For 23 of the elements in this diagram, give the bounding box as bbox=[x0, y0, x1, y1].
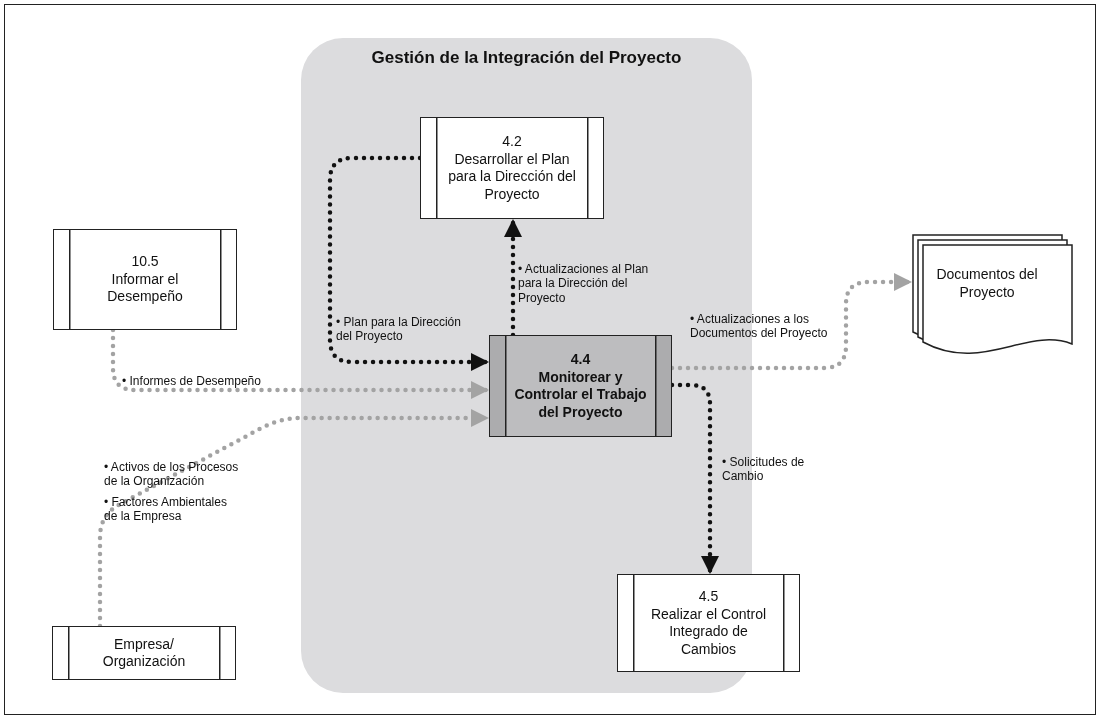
edge-label: • Plan para la Dirección del Proyecto bbox=[336, 315, 462, 344]
edge-label: • Informes de Desempeño bbox=[122, 374, 262, 389]
process-name: Monitorear y Controlar el Trabajo del Proyecto bbox=[513, 368, 648, 421]
panel-title: Gestión de la Integración del Proyecto bbox=[370, 48, 683, 68]
process-number: 4.4 bbox=[570, 351, 591, 369]
edge-label: • Actualizaciones a los Documentos del Proyecto bbox=[690, 312, 829, 341]
process-number: 4.2 bbox=[502, 133, 522, 151]
process-name: Realizar el Control Integrado de Cambios bbox=[649, 605, 768, 658]
flow-label: • Factores Ambientales de la Empresa bbox=[104, 495, 228, 524]
process-box bbox=[617, 574, 800, 672]
flow-label: • Activos de los Procesos de la Organización bbox=[104, 460, 240, 489]
edge-label: • Actualizaciones al Plan para la Dirección del Proyecto bbox=[518, 262, 650, 306]
process-box bbox=[420, 117, 604, 219]
process-box bbox=[53, 229, 237, 330]
process-name: Desarrollar el Plan para la Dirección del Proyecto bbox=[447, 150, 577, 203]
process-box bbox=[489, 335, 672, 437]
process-number: 4.5 bbox=[698, 588, 719, 606]
document-name: Documentos del Proyecto bbox=[935, 266, 1039, 301]
process-name: Informar el Desempeño bbox=[106, 270, 184, 306]
edge-label: • Solicitudes de Cambio bbox=[722, 455, 806, 484]
process-name: Empresa/ Organización bbox=[101, 635, 187, 671]
process-box bbox=[52, 626, 236, 680]
process-number: 10.5 bbox=[131, 253, 159, 271]
